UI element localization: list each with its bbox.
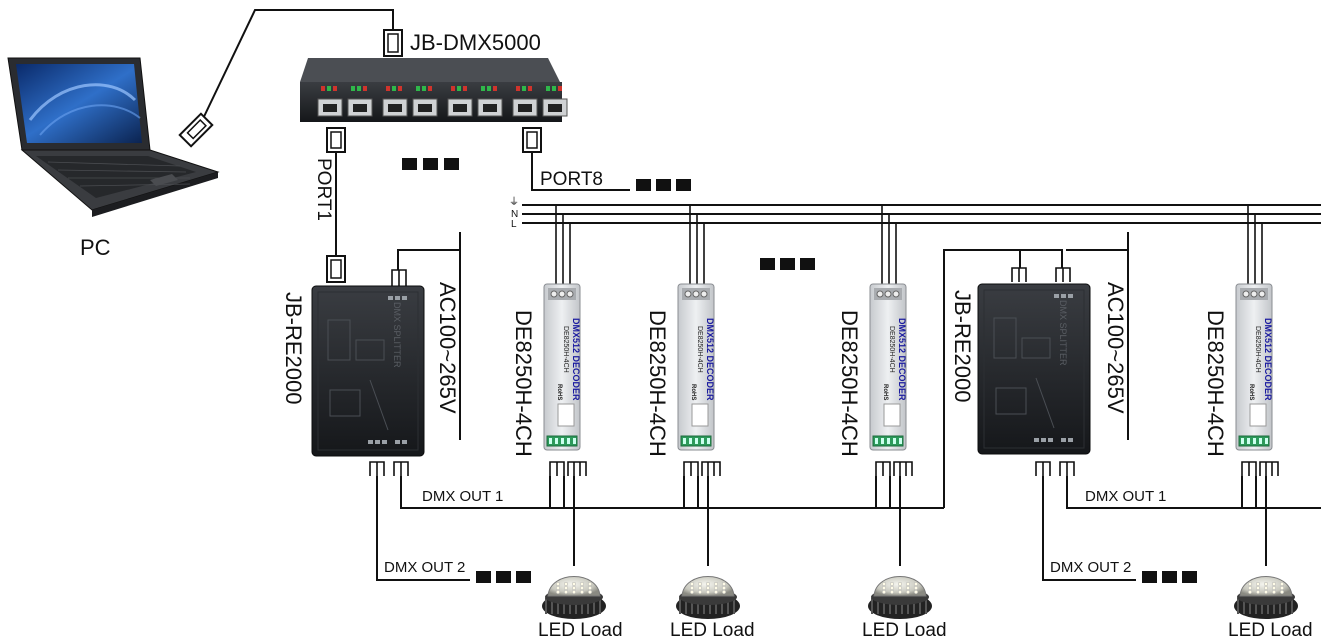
splitter2-out2-label: DMX OUT 2 <box>1050 559 1131 576</box>
port8-plug-icon <box>522 127 542 153</box>
splitter1-power-label: AC100~265V <box>435 282 460 414</box>
splitter2-out-terminals <box>1035 461 1075 476</box>
splitter2-power-label: AC100~265V <box>1103 282 1128 414</box>
ellipsis-out2-a-icon <box>476 571 531 583</box>
decoder-label: DE8250H-4CH <box>511 310 536 457</box>
decoder-face-model: DE8250H-4CH <box>1254 326 1261 373</box>
splitter2-power-wiring <box>1011 232 1129 440</box>
pc-label: PC <box>80 235 111 260</box>
splitter2-out2-line <box>1042 476 1136 581</box>
decoder-face-rohs: RoHS <box>690 384 696 400</box>
decoder-face-model: DE8250H-4CH <box>888 326 895 373</box>
decoder-unit <box>676 205 740 619</box>
controller-label: JB-DMX5000 <box>410 30 541 55</box>
splitter1-label: JB-RE2000 <box>281 292 306 405</box>
led-load-icon <box>676 576 740 619</box>
bus-l-label: L <box>511 219 517 230</box>
pc-to-controller-cable <box>199 9 394 126</box>
splitter1-out1-line <box>400 476 944 509</box>
ellipsis-port8-icon <box>636 179 691 191</box>
decoder-label: DE8250H-4CH <box>837 310 862 457</box>
led-load-label: LED Load <box>538 620 623 639</box>
splitter2-device: DMX SPLITTER <box>977 283 1091 455</box>
splitter1-out1-label: DMX OUT 1 <box>422 488 503 505</box>
led-load-icon <box>868 576 932 619</box>
decoder-face-model: DE8250H-4CH <box>562 326 569 373</box>
led-load-label: LED Load <box>1228 620 1313 639</box>
decoder-unit <box>542 205 606 619</box>
ellipsis-out2-b-icon <box>1142 571 1197 583</box>
splitter2-out1-line <box>1066 476 1321 509</box>
pc-rj45-plug-icon <box>178 112 214 148</box>
power-bus <box>522 204 1321 224</box>
led-load-label: LED Load <box>670 620 755 639</box>
decoder-face-title: DMX512 DECODER <box>571 318 581 401</box>
ellipsis-decoders-icon <box>760 258 815 270</box>
splitter1-out-terminals <box>369 461 409 476</box>
bus-earth-label: ⏚ <box>509 196 519 208</box>
port8-label: PORT8 <box>540 169 603 190</box>
decoder-label: DE8250H-4CH <box>1203 310 1228 457</box>
splitter2-face-text: DMX SPLITTER <box>1058 300 1068 366</box>
led-load-label: LED Load <box>862 620 947 639</box>
splitter1-in-plug-icon <box>326 255 346 283</box>
controller-in-plug-icon <box>383 29 403 57</box>
splitter1-device: DMX SPLITTER <box>311 285 425 457</box>
decoder-label: DE8250H-4CH <box>645 310 670 457</box>
splitter1-power-wiring <box>391 232 461 440</box>
decoder-face-rohs: RoHS <box>882 384 888 400</box>
decoder-unit <box>1234 205 1298 619</box>
ellipsis-ports-icon <box>402 158 459 170</box>
led-load-icon <box>1234 576 1298 619</box>
port1-label: PORT1 <box>313 158 334 221</box>
port8-cable <box>531 152 630 191</box>
led-load-icon <box>542 576 606 619</box>
decoder-unit <box>868 205 932 619</box>
decoder-face-title: DMX512 DECODER <box>705 318 715 401</box>
pc-laptop-icon <box>7 57 220 217</box>
port1-plug-icon <box>326 127 346 153</box>
decoder-face-title: DMX512 DECODER <box>1263 318 1273 401</box>
controller-device <box>300 58 568 122</box>
splitter2-out1-label: DMX OUT 1 <box>1085 488 1166 505</box>
splitter1-out2-line <box>376 476 470 581</box>
decoder-face-rohs: RoHS <box>556 384 562 400</box>
splitter2-label: JB-RE2000 <box>950 290 975 403</box>
decoder-face-model: DE8250H-4CH <box>696 326 703 373</box>
decoder-face-title: DMX512 DECODER <box>897 318 907 401</box>
decoder-face-rohs: RoHS <box>1248 384 1254 400</box>
splitter1-face-text: DMX SPLITTER <box>392 302 402 368</box>
bus-n-label: N <box>511 209 518 220</box>
splitter1-out2-label: DMX OUT 2 <box>384 559 465 576</box>
chain-to-splitter2-line <box>943 249 1034 508</box>
